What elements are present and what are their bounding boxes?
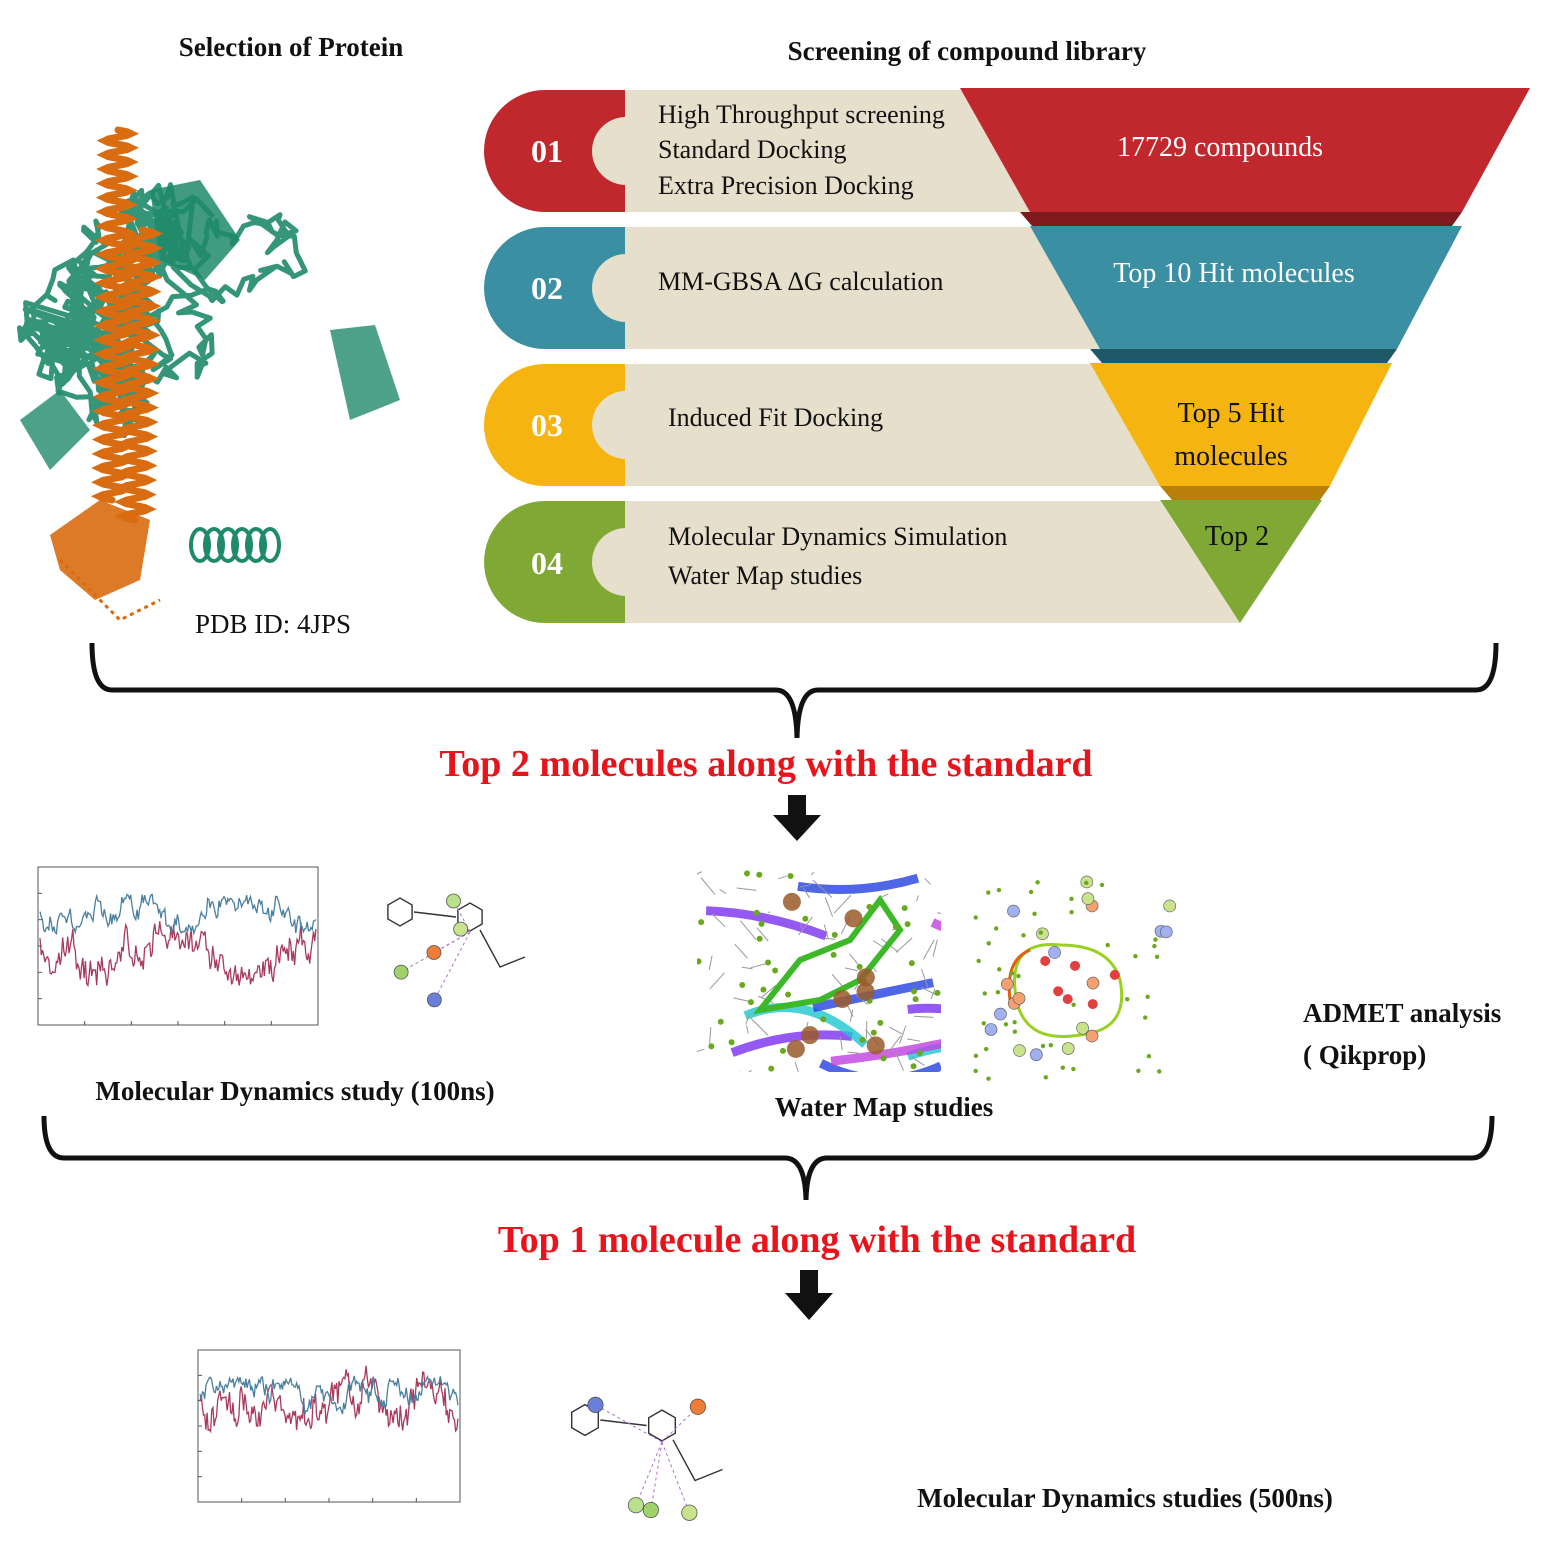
step-2-line-1: MM-GBSA ΔG calculation xyxy=(658,267,943,296)
step-3-result-line-2: molecules xyxy=(1174,441,1288,472)
ligand-interaction-diagram-3 xyxy=(571,1396,723,1521)
step-1-result: 17729 compounds xyxy=(1117,132,1323,163)
step-2-result: Top 10 Hit molecules xyxy=(1113,258,1354,289)
admet-label-line-1: ADMET analysis xyxy=(1303,998,1501,1028)
watermap-label: Water Map studies xyxy=(775,1092,994,1122)
md-100ns-plot xyxy=(37,866,319,1026)
md-100ns-label: Molecular Dynamics study (100ns) xyxy=(95,1076,494,1106)
step-1-line-2: Standard Docking xyxy=(658,135,846,164)
brace-1 xyxy=(89,642,1499,739)
md-500ns-label: Molecular Dynamics studies (500ns) xyxy=(917,1483,1333,1513)
step-3-line-1: Induced Fit Docking xyxy=(668,403,883,432)
step-1-line-3: Extra Precision Docking xyxy=(658,171,914,200)
step-4-line-2: Water Map studies xyxy=(668,561,862,590)
funnel-step-4: 04 Molecular Dynamics Simulation Water M… xyxy=(484,500,1322,623)
ligand-interaction-diagram-2 xyxy=(973,875,1177,1081)
step-4-line-1: Molecular Dynamics Simulation xyxy=(668,522,1007,551)
stage3-title: Top 1 molecule along with the standard xyxy=(498,1219,1136,1261)
funnel-step-3: 03 Induced Fit Docking Top 5 Hit molecul… xyxy=(484,363,1392,500)
admet-label-line-2: ( Qikprop) xyxy=(1303,1040,1426,1070)
watermap-image xyxy=(697,870,941,1072)
stage2-title: Top 2 molecules along with the standard xyxy=(439,743,1092,785)
brace-2 xyxy=(41,1115,1495,1201)
funnel-step-2: 02 MM-GBSA ΔG calculation Top 10 Hit mol… xyxy=(484,226,1462,363)
step-4-result: Top 2 xyxy=(1205,521,1269,552)
protein-heading: Selection of Protein xyxy=(179,32,403,62)
step-number-01: 01 xyxy=(531,133,563,169)
step-3-result-line-1: Top 5 Hit xyxy=(1178,398,1285,429)
step-1-line-1: High Throughput screening xyxy=(658,100,945,129)
screening-funnel: 01 High Throughput screening Standard Do… xyxy=(484,88,1530,623)
library-heading: Screening of compound library xyxy=(788,36,1147,66)
ligand-interaction-diagram-1 xyxy=(387,893,526,1008)
down-arrow-1 xyxy=(773,795,821,841)
step-number-02: 02 xyxy=(531,270,563,306)
step-number-04: 04 xyxy=(531,545,563,581)
funnel-step-1: 01 High Throughput screening Standard Do… xyxy=(484,88,1530,226)
step-number-03: 03 xyxy=(531,407,563,443)
down-arrow-2 xyxy=(785,1270,833,1320)
pdb-id-label: PDB ID: 4JPS xyxy=(195,609,351,639)
md-500ns-plot xyxy=(197,1349,461,1503)
protein-structure-image xyxy=(17,126,400,622)
